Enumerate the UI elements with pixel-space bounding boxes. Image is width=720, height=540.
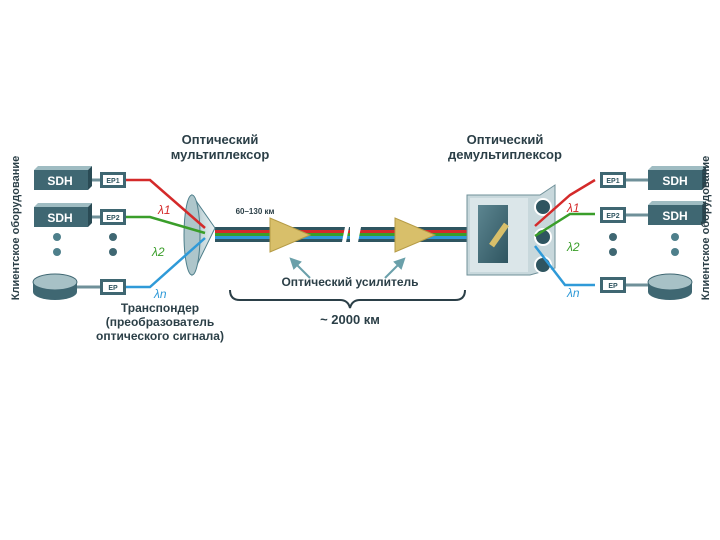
left-client-2-label: SDH <box>47 211 72 225</box>
mux-title-line2: мультиплексор <box>170 146 270 162</box>
left-wave-arrows <box>126 178 206 289</box>
distance-label: ~ 2000 км <box>320 312 380 327</box>
right-lambda-2: λ2 <box>566 240 580 254</box>
left-transponder-1 <box>100 172 126 188</box>
left-tag-1: EP1 <box>106 178 119 185</box>
right-router <box>647 273 693 300</box>
right-dot-4 <box>671 248 679 256</box>
right-wave-arrows <box>534 178 596 287</box>
left-dot-3 <box>109 233 117 241</box>
left-side-label: Клиентское оборудование <box>10 155 22 301</box>
left-dot-4 <box>109 248 117 256</box>
right-transponder-1 <box>600 172 626 188</box>
transponder-line1: Транспондер <box>120 301 200 315</box>
left-router <box>32 273 78 300</box>
amplifier-pointers <box>289 257 406 279</box>
right-lambda-1: λ1 <box>566 201 580 215</box>
left-tag-2: EP2 <box>106 215 119 222</box>
amplifier-1 <box>269 217 312 253</box>
left-transponder-2 <box>100 209 126 225</box>
left-dot-1 <box>53 233 61 241</box>
mux-title: Оптический мультиплексор <box>150 132 290 163</box>
demultiplexer <box>466 184 556 276</box>
demux-title: Оптический демультиплексор <box>430 132 580 163</box>
right-dot-2 <box>609 248 617 256</box>
right-lambda-n: λn <box>566 286 580 300</box>
right-client-1-label: SDH <box>662 174 687 188</box>
right-transponder-2 <box>600 207 626 223</box>
left-dot-2 <box>53 248 61 256</box>
right-tag-1: EP1 <box>606 178 619 185</box>
demux-title-line1: Оптический <box>466 132 544 147</box>
multiplexer <box>183 193 216 277</box>
left-lambda-1: λ1 <box>157 203 171 217</box>
right-dot-3 <box>671 233 679 241</box>
right-client-1 <box>648 166 706 190</box>
transponder-label: Транспондер (преобразователь оптического… <box>60 301 260 343</box>
right-client-2 <box>648 201 706 225</box>
transponder-line2: (преобразователь <box>105 314 215 329</box>
left-transponder-n <box>100 279 126 295</box>
transponder-line3: оптического сигнала) <box>96 328 224 343</box>
left-client-1-label: SDH <box>47 174 72 188</box>
left-lambda-2: λ2 <box>151 245 165 259</box>
right-dot-1 <box>609 233 617 241</box>
amplifier-2 <box>394 217 437 253</box>
left-tag-n: EP <box>108 285 118 292</box>
left-client-2 <box>34 203 92 227</box>
fiber-bundle <box>215 221 478 248</box>
right-tag-2: EP2 <box>606 213 619 220</box>
span-label: 60–130 км <box>236 207 275 216</box>
distance-brace <box>229 289 466 309</box>
left-client-1 <box>34 166 92 190</box>
right-client-2-label: SDH <box>662 209 687 223</box>
right-transponder-n <box>600 277 626 293</box>
right-side-label: Клиентское оборудование <box>700 155 712 301</box>
amplifier-label: Оптический усилитель <box>281 275 419 289</box>
left-lambda-n: λn <box>153 287 167 301</box>
demux-title-line2: демультиплексор <box>448 146 562 162</box>
mux-title-line1: Оптический <box>181 132 259 147</box>
right-tag-n: EP <box>608 283 618 290</box>
